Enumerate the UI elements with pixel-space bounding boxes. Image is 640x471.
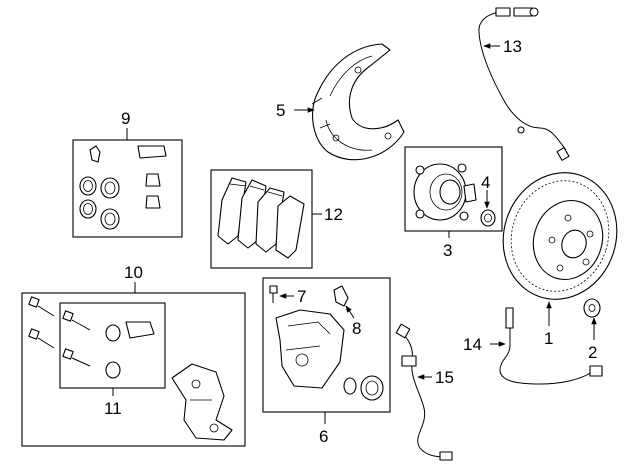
callout-15: 15 bbox=[435, 368, 454, 387]
callout-14: 14 bbox=[463, 335, 482, 354]
caliper-bracket-10 bbox=[171, 363, 233, 441]
caliper-bolts-10 bbox=[28, 296, 55, 349]
hub-nut-4 bbox=[480, 209, 496, 227]
wear-sensor-14 bbox=[499, 307, 603, 385]
hub-assembly-3 bbox=[413, 163, 477, 221]
caliper-kit-box bbox=[21, 292, 246, 447]
wheel-stud-2 bbox=[583, 298, 601, 318]
hardware-kit-11 bbox=[62, 310, 155, 379]
callout-12: 12 bbox=[324, 205, 343, 224]
callout-10: 10 bbox=[124, 263, 143, 282]
callout-4: 4 bbox=[481, 173, 490, 192]
hub-box bbox=[404, 146, 503, 232]
seal-kit-9 bbox=[79, 145, 167, 230]
callout-13: 13 bbox=[503, 37, 522, 56]
callout-5: 5 bbox=[276, 101, 285, 120]
caliper-6 bbox=[275, 309, 384, 401]
bleeder-7 bbox=[269, 285, 278, 303]
callout-7: 7 bbox=[297, 287, 306, 306]
caliper-box bbox=[262, 277, 391, 413]
callout-1: 1 bbox=[544, 329, 553, 348]
brake-pads-12 bbox=[217, 177, 305, 259]
callout-6: 6 bbox=[319, 427, 328, 446]
splash-shield-5 bbox=[311, 43, 405, 161]
leader-8 bbox=[345, 305, 355, 319]
abs-sensor-13 bbox=[478, 7, 570, 161]
callout-9: 9 bbox=[121, 109, 130, 128]
callout-2: 2 bbox=[588, 343, 597, 362]
callout-3: 3 bbox=[443, 241, 452, 260]
brake-rotor-1 bbox=[502, 172, 618, 300]
pads-box bbox=[210, 169, 313, 269]
callout-8: 8 bbox=[352, 319, 361, 338]
clip-8 bbox=[333, 285, 349, 307]
callout-11: 11 bbox=[104, 399, 122, 418]
brake-hose-15 bbox=[395, 323, 453, 461]
